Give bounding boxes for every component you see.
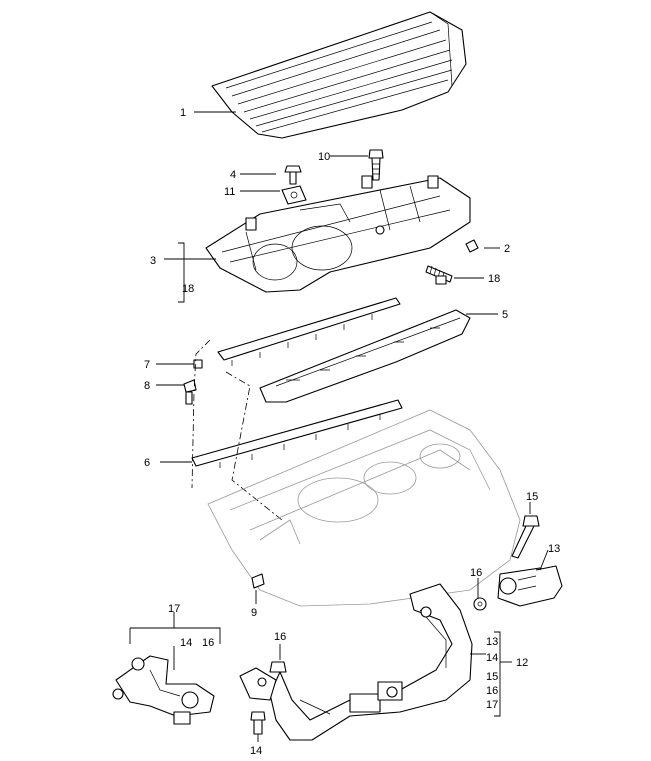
callout-1: 1	[180, 107, 186, 119]
callout-16-motor: 16	[470, 567, 482, 579]
callout-10: 10	[318, 151, 330, 163]
callout-6: 6	[144, 457, 150, 469]
callout-12: 12	[516, 657, 528, 669]
callout-7: 7	[144, 359, 150, 371]
callout-8: 8	[144, 380, 150, 392]
bolt-4	[284, 165, 302, 185]
bracket-assembly-17	[112, 655, 215, 725]
callout-13: 13	[548, 543, 560, 555]
clip-2	[465, 239, 479, 253]
bolt-15	[511, 515, 540, 559]
callout-labels: 1 2 3 18 4 5 6 7 8 9 10 11 12 13 14 15 1…	[144, 107, 560, 757]
callout-12-14: 14	[486, 652, 498, 664]
callout-12-15: 15	[486, 671, 498, 683]
callout-3: 3	[150, 255, 156, 267]
bracket-11	[281, 185, 307, 205]
screw-10	[368, 149, 384, 181]
callout-17-14: 14	[180, 637, 192, 649]
callout-4: 4	[230, 169, 236, 181]
lid-panel-5	[259, 309, 471, 403]
nut-16	[269, 661, 287, 673]
lid-motor-13	[497, 565, 563, 607]
callout-15: 15	[526, 491, 538, 503]
callout-17-16: 16	[202, 637, 214, 649]
callout-12-16: 16	[486, 685, 498, 697]
callout-9: 9	[251, 607, 257, 619]
grille-frame	[205, 175, 471, 293]
callout-2: 2	[504, 243, 510, 255]
rear-grille	[211, 11, 467, 139]
callout-12-13: 13	[486, 636, 498, 648]
seal-strip-upper	[217, 297, 401, 366]
callout-16-nut: 16	[274, 631, 286, 643]
clip-9	[251, 573, 265, 589]
callout-5: 5	[502, 309, 508, 321]
clip-7	[193, 359, 203, 369]
callout-17: 17	[168, 603, 180, 615]
washer-16	[473, 597, 487, 611]
seal-strip-6	[191, 399, 403, 468]
callout-18-group: 18	[182, 283, 194, 295]
spring-18	[425, 265, 453, 285]
callout-12-17: 17	[486, 699, 498, 711]
callout-11: 11	[224, 186, 235, 198]
leader-lines	[129, 111, 549, 742]
callout-18: 18	[488, 273, 500, 285]
bolt-14	[250, 711, 266, 735]
callout-14: 14	[250, 745, 262, 757]
lock-assembly-12	[239, 583, 473, 741]
fastener-8	[183, 379, 197, 405]
